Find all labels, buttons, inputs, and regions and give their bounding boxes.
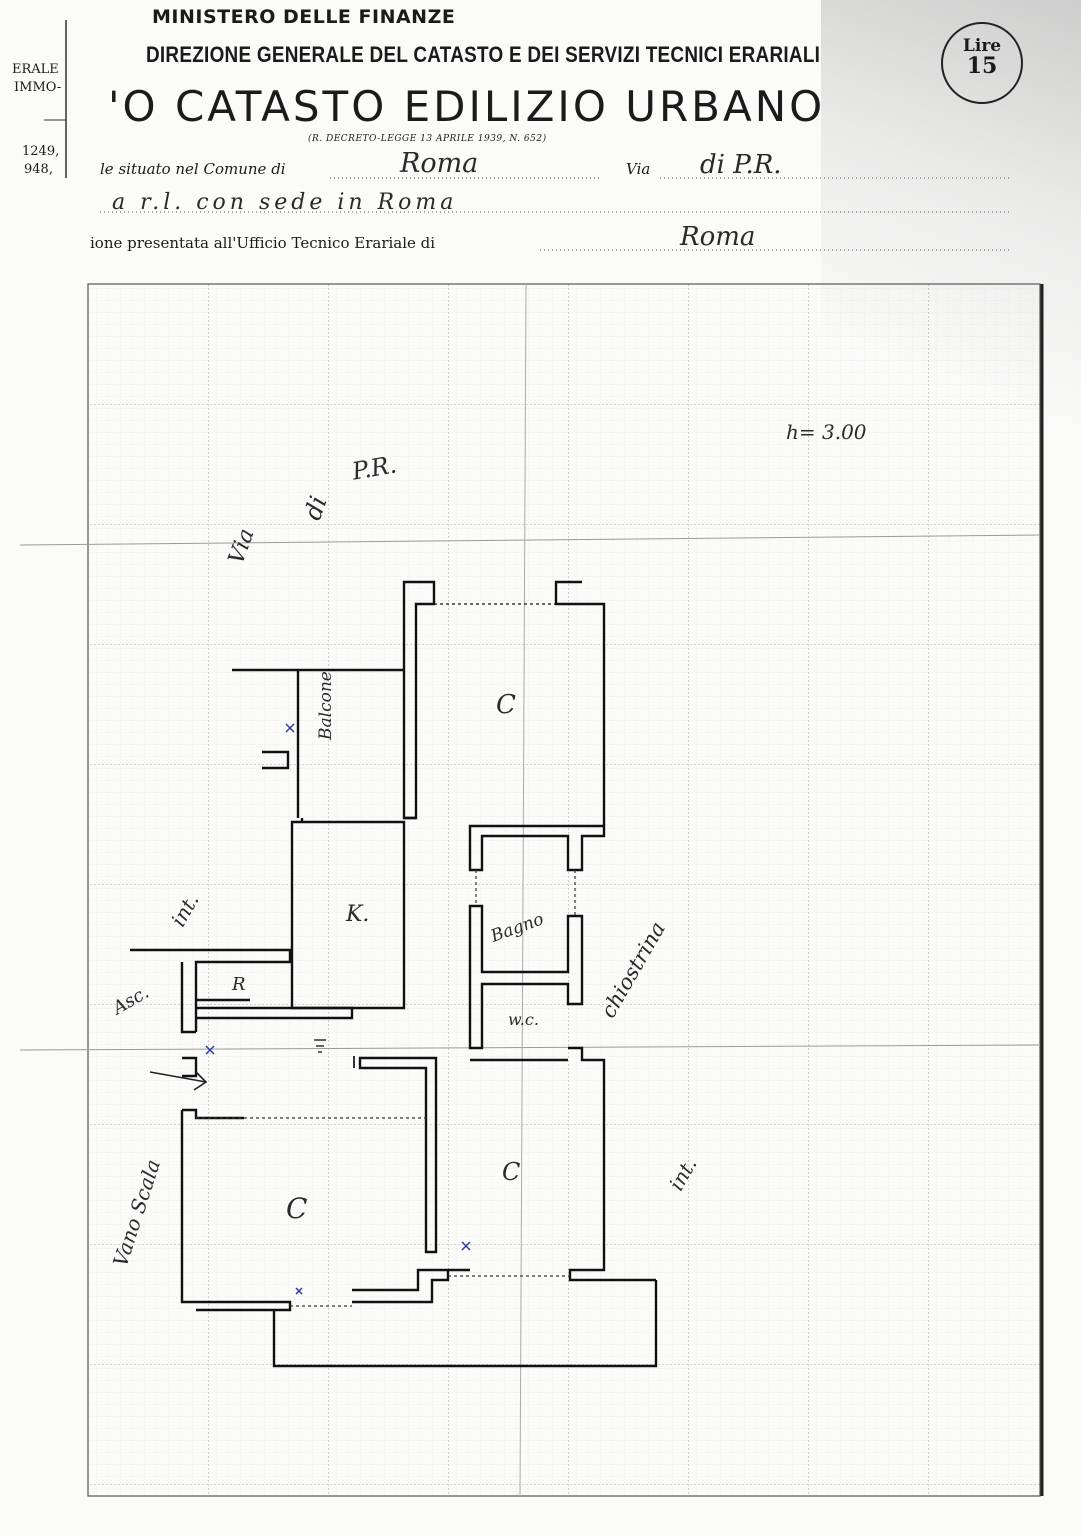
via-value: di P.R. [700,150,782,180]
stamp-value: 15 [966,53,998,79]
room-c-top: C [496,690,516,720]
fold-line-2 [19,1044,1041,1051]
graph-paper-major [88,284,1040,1496]
comune-label: le situato nel Comune di [100,160,286,178]
room-ripostiglio: R [232,974,246,995]
margin-text-2: IMMO- [14,80,62,95]
room-balcone: Balcone [316,671,336,740]
room-kitchen: K. [346,902,370,927]
ufficio-value: Roma [680,222,756,252]
height-note: h= 3.00 [786,420,867,444]
room-c-right: C [502,1158,521,1186]
stamp-label: Lire [962,36,1002,56]
stair-mark [314,1039,326,1053]
company-value: a r.l. con sede in Roma [112,190,458,215]
comune-value: Roma [400,148,479,179]
room-wc: w.c. [508,1010,539,1029]
margin-text-1: ERALE [12,62,59,77]
marks [205,723,471,1295]
openings [196,870,576,1307]
revenue-stamp: Lire 15 [941,22,1023,104]
graph-paper-border [87,283,1041,1497]
fold-line-1 [19,534,1041,546]
ministry-title: MINISTERO DELLE FINANZE [152,6,456,28]
margin-text-4: 948, [24,162,53,177]
margin-text-3: 1249, [22,144,60,159]
ufficio-label: ione presentata all'Ufficio Tecnico Erar… [90,234,436,252]
decree-reference: (R. DECRETO-LEGGE 13 APRILE 1939, N. 652… [308,134,547,144]
fold-line-3 [519,283,527,1497]
direction-title: DIREZIONE GENERALE DEL CATASTO E DEI SER… [146,42,821,67]
document-title: 'O CATASTO EDILIZIO URBANO [108,82,826,131]
via-label: Via [626,160,651,178]
room-c-left: C [286,1192,308,1225]
entry-arrow-icon [149,1071,208,1091]
